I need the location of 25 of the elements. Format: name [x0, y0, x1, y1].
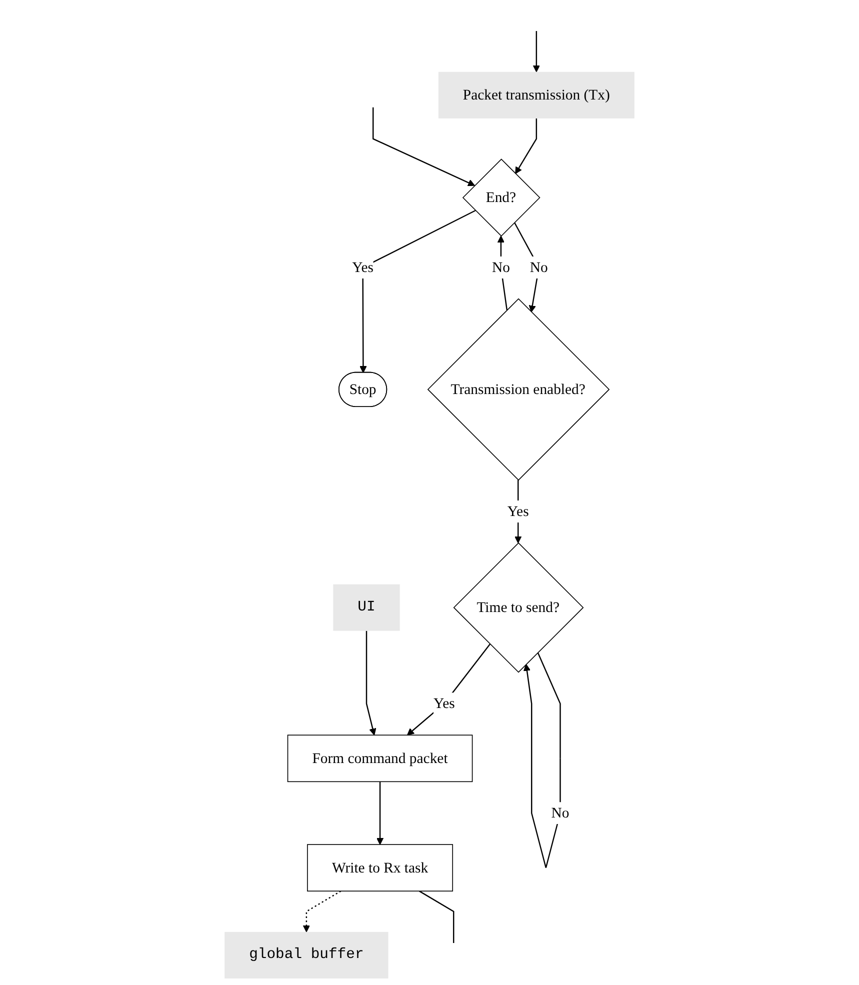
arrow	[366, 630, 376, 736]
node-box: Write to Rx task	[307, 844, 454, 892]
arrow	[372, 107, 475, 186]
node-diamond: Time to send?	[453, 542, 584, 673]
arrow	[514, 222, 540, 312]
arrow	[532, 31, 540, 72]
edge-label: No	[530, 258, 548, 276]
edge-label: No	[551, 804, 570, 821]
node-diamond: Transmission enabled?	[427, 298, 610, 481]
arrow	[302, 890, 342, 932]
arrow	[406, 644, 490, 736]
edge-label: Yes	[507, 502, 529, 520]
node-box: Packet transmission (Tx)	[438, 72, 634, 118]
node-box: Form command packet	[287, 734, 473, 782]
arrow	[515, 118, 538, 174]
arrow	[360, 210, 476, 374]
arrow	[523, 652, 561, 868]
edge-label: Yes	[352, 258, 374, 276]
edge-label: No	[492, 258, 510, 276]
node-box: global buffer	[224, 932, 388, 978]
arrow	[376, 782, 384, 845]
edge-label: Yes	[433, 695, 455, 712]
node-box: UI	[333, 584, 400, 631]
connector	[418, 890, 454, 943]
node-diamond: End?	[462, 158, 540, 237]
